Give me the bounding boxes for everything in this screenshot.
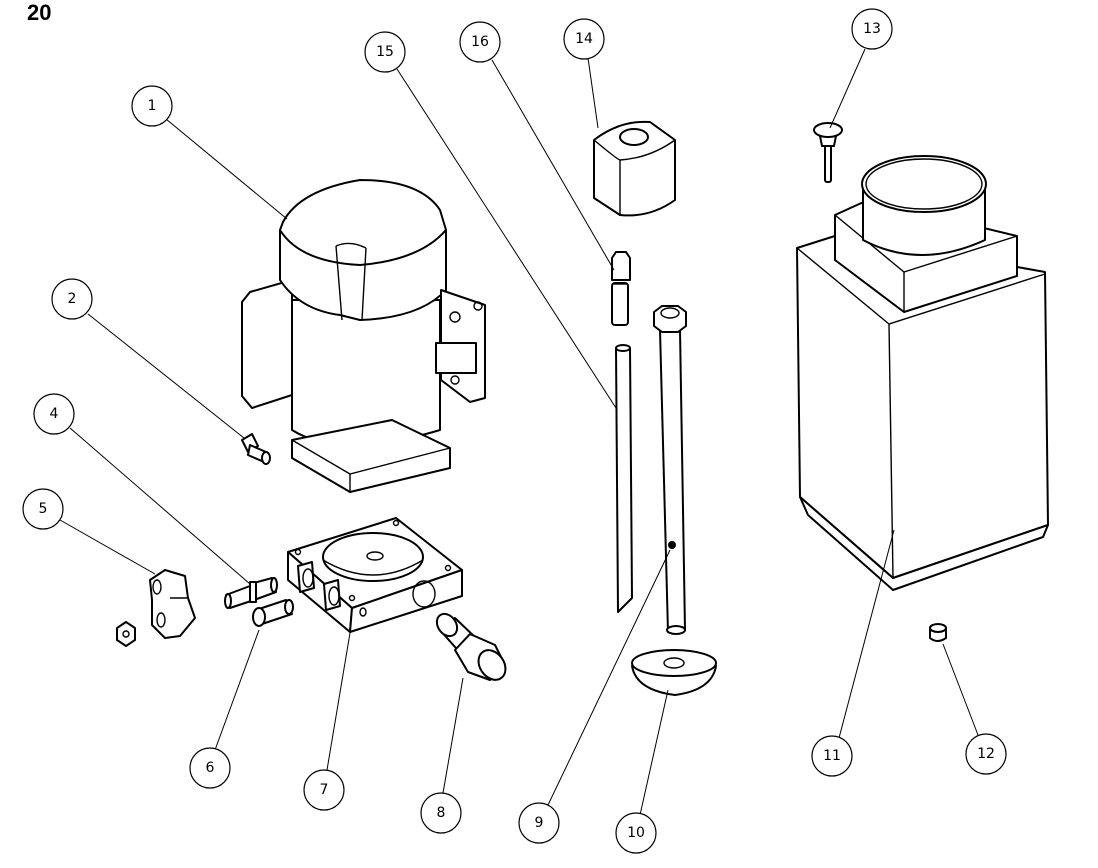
- callout-4: 4: [33, 393, 75, 435]
- leader-14: [587, 57, 599, 129]
- callout-label: 8: [437, 805, 446, 821]
- callout-label: 10: [627, 825, 645, 841]
- part-elbow-fitting[interactable]: [116, 569, 196, 647]
- leader-11: [838, 529, 895, 739]
- callout-5: 5: [22, 488, 64, 530]
- part-electric-motor[interactable]: [241, 179, 486, 493]
- callout-16: 16: [459, 21, 501, 63]
- callout-label: 7: [320, 782, 329, 798]
- leader-1: [165, 118, 288, 220]
- callout-label: 14: [575, 31, 593, 47]
- leader-5: [59, 519, 156, 575]
- part-manifold-block[interactable]: [287, 517, 463, 633]
- part-nipple-fitting[interactable]: [224, 577, 278, 609]
- leader-4: [69, 427, 251, 585]
- callout-8: 8: [420, 792, 462, 834]
- callout-1: 1: [131, 85, 173, 127]
- figure-number: 20: [27, 0, 52, 25]
- callout-13: 13: [851, 8, 893, 50]
- callout-10: 10: [615, 812, 657, 854]
- part-plug-fitting[interactable]: [252, 599, 294, 627]
- callout-label: 1: [148, 98, 157, 114]
- part-hex-plug[interactable]: [433, 610, 511, 685]
- callout-2: 2: [51, 278, 93, 320]
- leader-8: [442, 677, 464, 794]
- part-motor-fitting[interactable]: [241, 433, 271, 465]
- part-tie-rod[interactable]: [653, 305, 687, 635]
- callout-label: 4: [50, 406, 59, 422]
- callout-14: 14: [563, 18, 605, 60]
- leader-16: [491, 59, 615, 271]
- callout-6: 6: [189, 747, 231, 789]
- callout-label: 5: [39, 501, 48, 517]
- leader-2: [87, 313, 245, 439]
- callout-12: 12: [965, 733, 1007, 775]
- callout-label: 11: [823, 748, 841, 764]
- callout-15: 15: [364, 31, 406, 73]
- callout-label: 2: [68, 291, 77, 307]
- callout-label: 13: [863, 21, 881, 37]
- part-shaft-adapter[interactable]: [611, 251, 631, 326]
- part-return-tube[interactable]: [615, 344, 633, 613]
- leader-6: [214, 629, 260, 751]
- leader-7: [326, 632, 351, 771]
- leader-12: [942, 643, 979, 736]
- leader-10: [639, 689, 669, 816]
- part-dipstick-breather[interactable]: [813, 122, 843, 183]
- callout-label: 16: [471, 34, 489, 50]
- part-drain-plug[interactable]: [929, 623, 947, 642]
- part-reservoir-tank[interactable]: [796, 155, 1049, 591]
- part-suction-strainer[interactable]: [631, 649, 717, 696]
- leader-9: [547, 549, 671, 806]
- callout-label: 9: [535, 815, 544, 831]
- callout-label: 6: [206, 760, 215, 776]
- callout-7: 7: [303, 769, 345, 811]
- callout-label: 12: [977, 746, 995, 762]
- callout-11: 11: [811, 735, 853, 777]
- leader-13: [829, 48, 866, 129]
- callout-label: 15: [376, 44, 394, 60]
- part-coupling[interactable]: [593, 120, 676, 217]
- callout-9: 9: [518, 802, 560, 844]
- leader-15: [396, 68, 617, 409]
- leader-lines: [59, 48, 979, 816]
